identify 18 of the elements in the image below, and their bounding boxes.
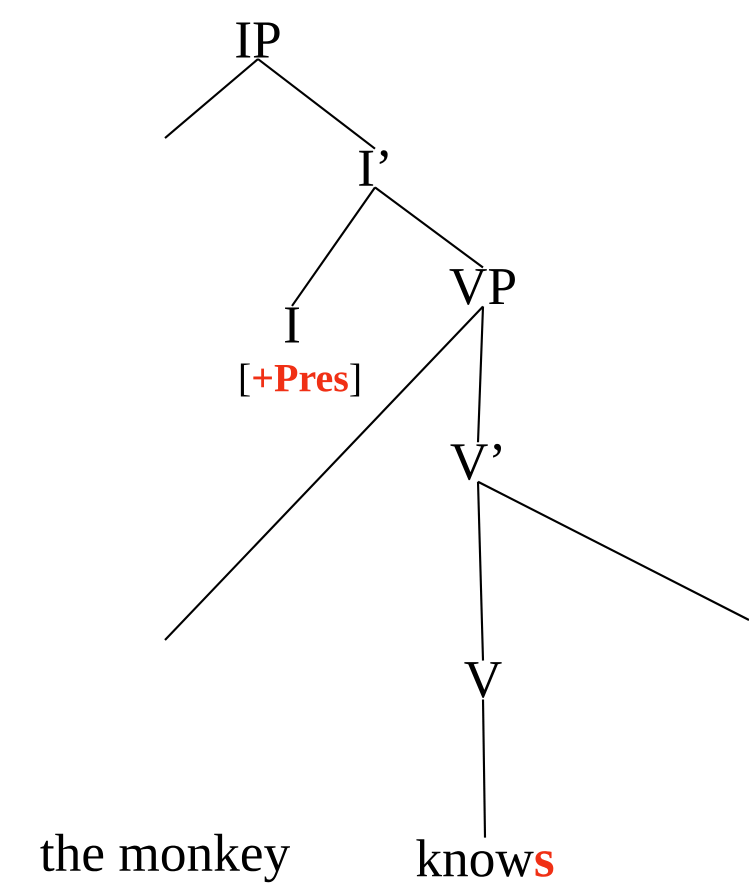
branch-line xyxy=(164,58,259,139)
head-label: V xyxy=(464,662,502,698)
head-label: I xyxy=(285,308,300,342)
word: knows xyxy=(416,839,554,877)
branch-line xyxy=(291,186,376,307)
branch-line xyxy=(478,480,749,621)
word: the monkey xyxy=(40,834,290,882)
branch-line xyxy=(476,482,484,661)
branch-line xyxy=(257,58,376,150)
branch-line xyxy=(476,306,484,442)
feature-label: [+Pres] xyxy=(240,363,360,397)
phrase-label: VP xyxy=(450,269,515,305)
phrase-label: V’ xyxy=(450,444,501,480)
branch-line xyxy=(482,699,486,838)
branch-line xyxy=(164,306,484,641)
branch-line xyxy=(374,186,484,268)
phrase-label: I’ xyxy=(359,150,388,186)
phrase-label: IP xyxy=(236,22,280,58)
